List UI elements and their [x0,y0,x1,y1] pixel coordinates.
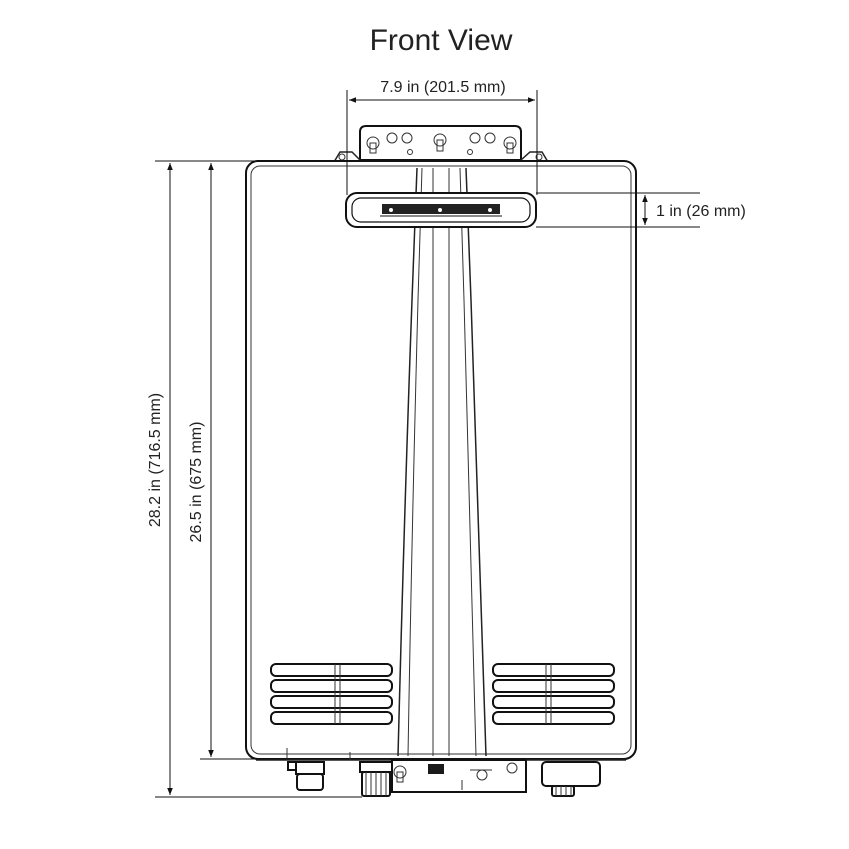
bottom-connections [256,748,626,797]
bracket-width-label: 7.9 in (201.5 mm) [380,79,505,96]
top-vent [345,192,537,228]
body-height-label: 26.5 in (675 mm) [188,422,205,543]
dimension-body-height: 26.5 in (675 mm) [188,160,290,760]
right-vent-grille [492,663,615,725]
top-mounting-bracket [333,125,549,163]
left-vent-grille [270,663,393,725]
bracket-holes [366,132,517,155]
vent-height-label: 1 in (26 mm) [656,203,746,220]
diagram-title: Front View [370,24,513,57]
dimension-vent-height: 1 in (26 mm) [536,192,746,228]
overall-height-label: 28.2 in (716.5 mm) [147,393,164,527]
dimension-bracket-width: 7.9 in (201.5 mm) [346,79,538,195]
center-column [397,167,487,757]
